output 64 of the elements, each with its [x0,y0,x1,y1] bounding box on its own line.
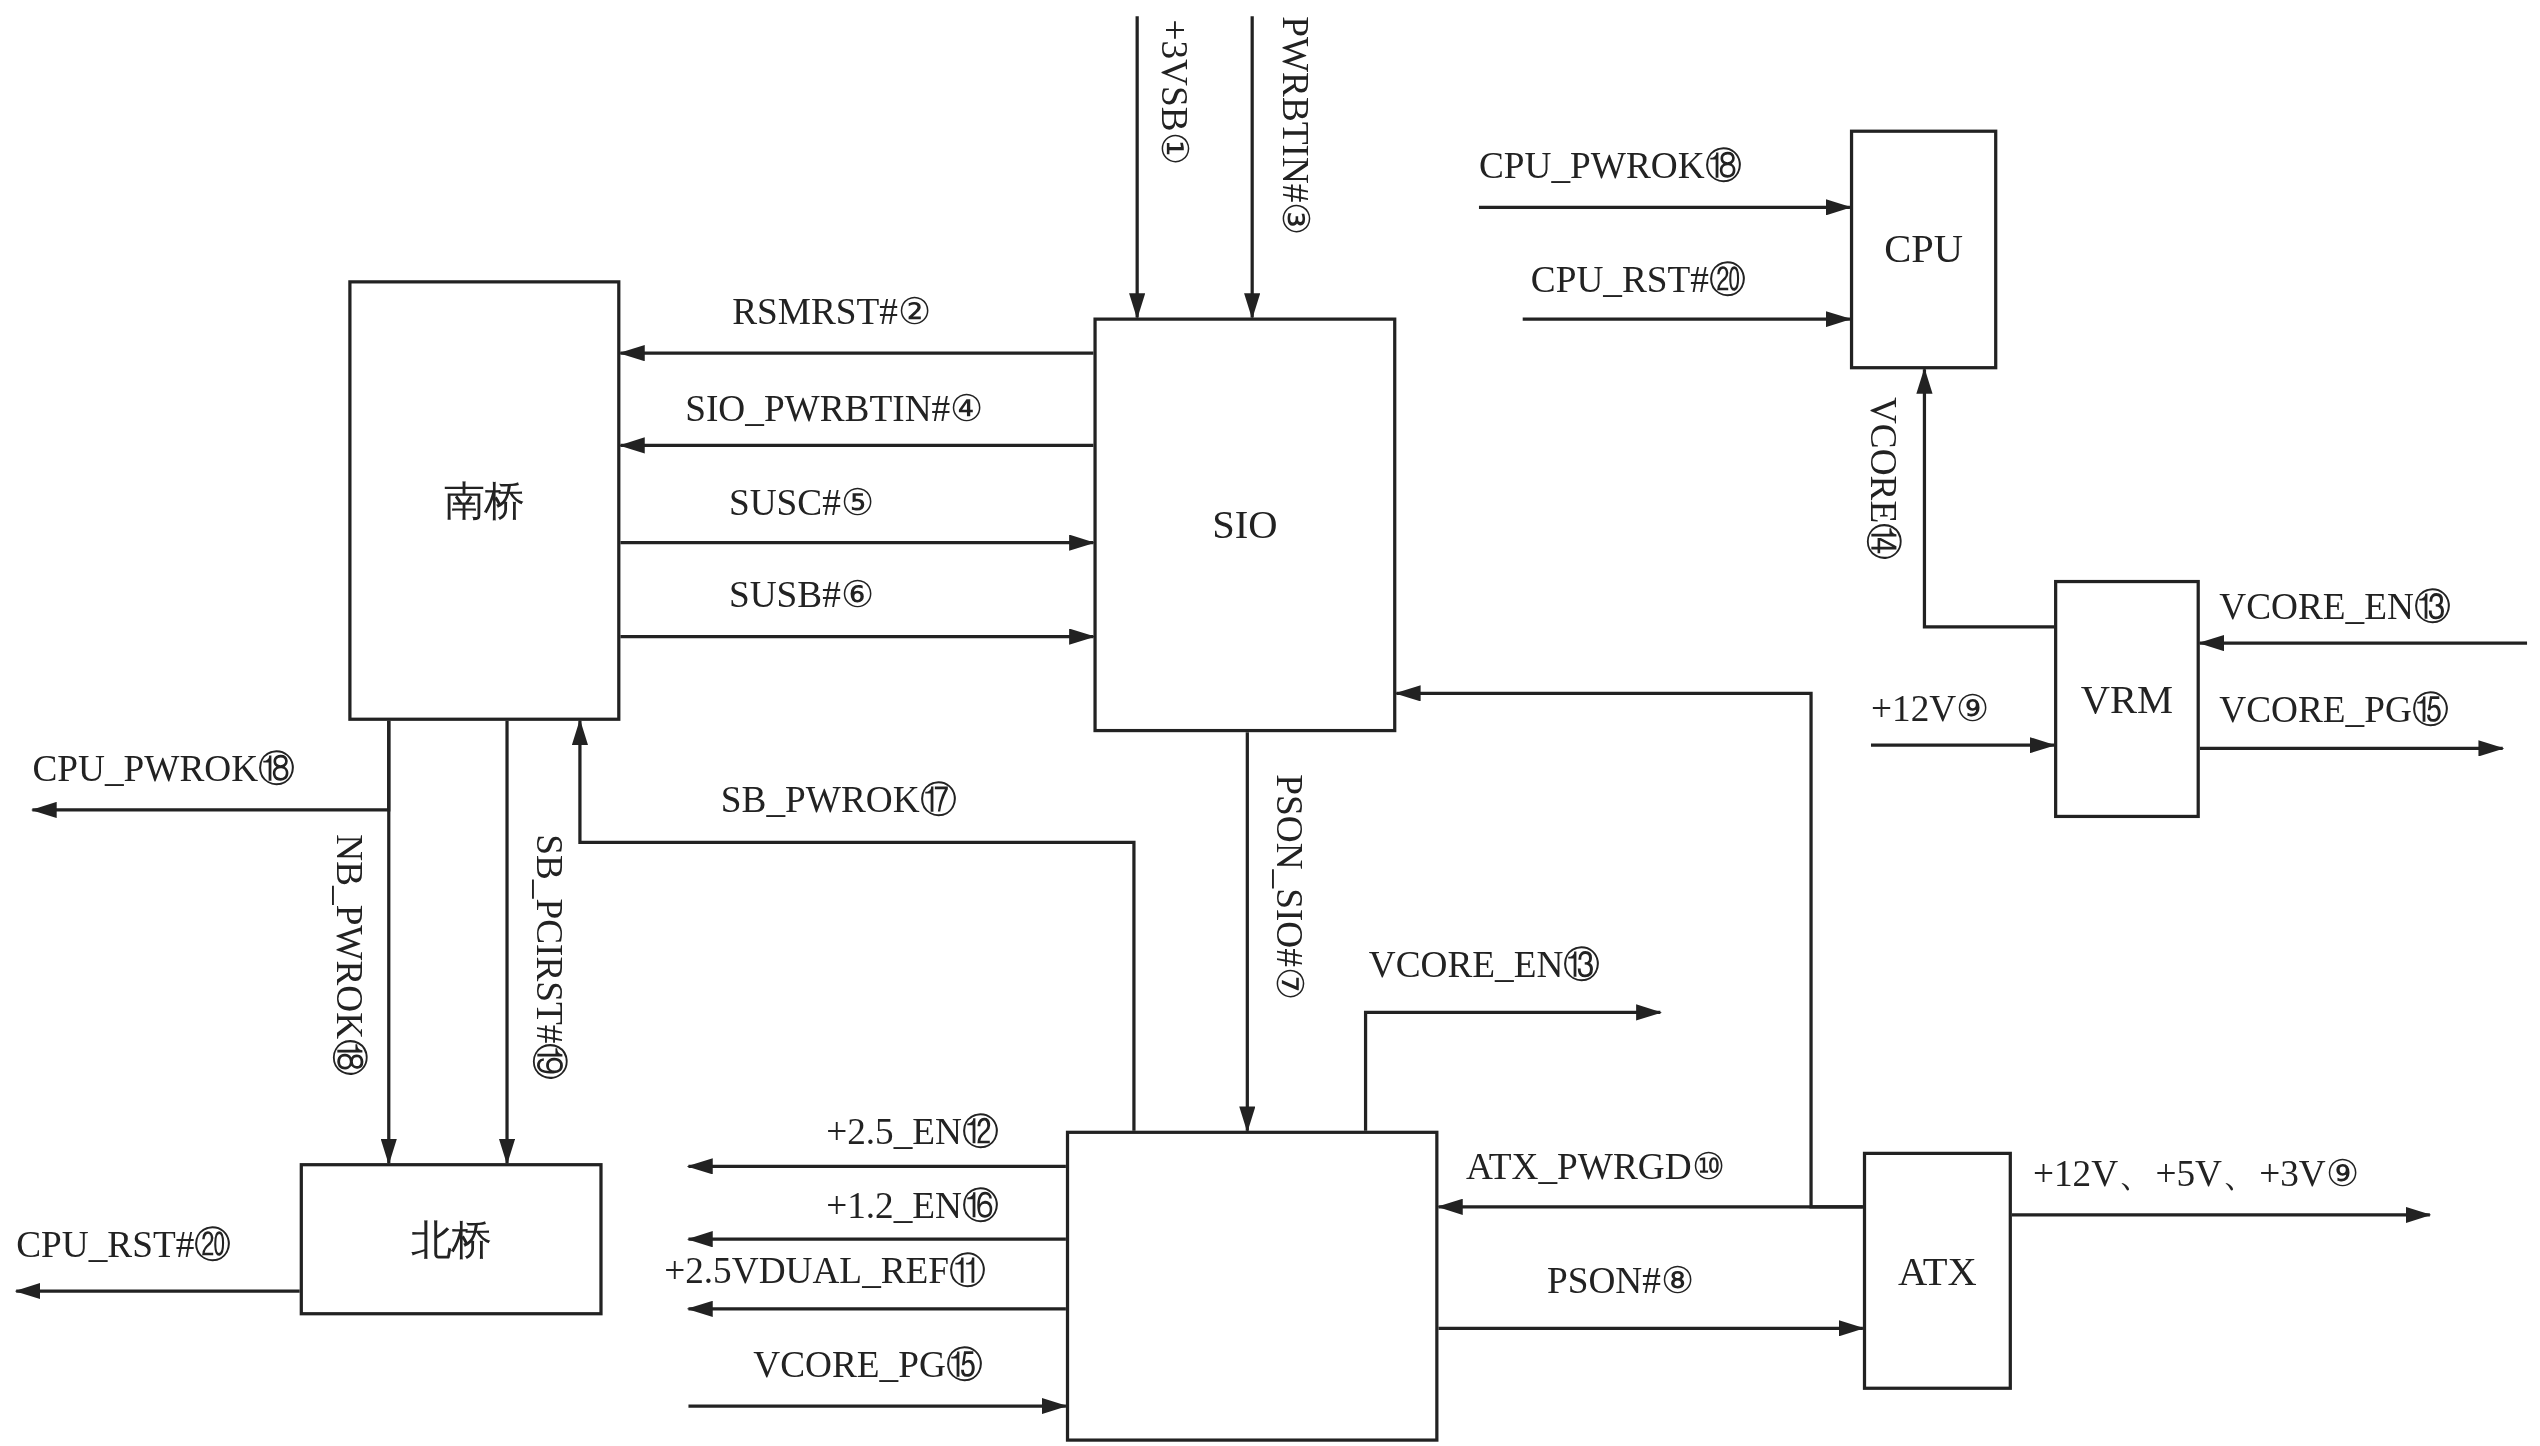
signal-label: CPU_RST#⑳ [1530,259,1747,301]
signal-label: VCORE_EN⑬ [2219,586,2452,628]
signal-label: VCORE_PG⑮ [2219,690,2450,732]
block-box [1849,129,1998,370]
block-label: SIO [1212,502,1278,548]
block-label: VRM [2080,676,2174,722]
arrow [1394,685,1863,1209]
signal-label: CPU_PWROK⑱ [32,748,296,790]
arrow [571,719,1136,1131]
signal-label: +12V⑨ [1871,688,1991,730]
arrow [1522,311,1852,328]
signal-label: CPU_RST#⑳ [16,1224,232,1266]
block-label: 北桥 [410,1216,492,1264]
block-box [299,1163,603,1316]
arrow [686,1300,1066,1317]
arrow [2199,740,2505,757]
arrow [620,534,1096,551]
block-label: ATX [1898,1248,1977,1294]
block-label: 南桥 [443,477,525,525]
signal-label: SB_PWROK⑰ [720,779,957,821]
arrow [1244,16,1261,320]
block-box [1065,1130,1439,1442]
signal-label: PSON#⑧ [1547,1260,1695,1302]
arrow [688,1397,1068,1415]
arrow [1239,732,1256,1133]
block-box [1862,1151,2012,1390]
signal-label: NB_PWROK⑱ [328,834,370,1077]
signal-label: +2.5_EN⑫ [826,1111,1000,1153]
arrow [498,720,516,1165]
arrow [620,628,1096,645]
block-box [2054,579,2200,819]
signal-label: SUSC#⑤ [728,482,875,524]
block-label: CPU [1884,226,1963,273]
arrow [1916,367,2055,629]
arrow [380,720,397,1165]
signal-label: RSMRST#② [732,291,932,333]
signal-label: SIO_PWRBTIN#④ [685,388,985,430]
signal-label: +2.5VDUAL_REF⑪ [664,1250,987,1292]
arrow [618,437,1094,454]
signal-label: VCORE⑭ [1862,396,1904,561]
signal-label: VCORE_EN⑬ [1368,944,1601,986]
signal-label: PWRBTIN#③ [1274,16,1316,237]
arrow [2011,1206,2432,1223]
arrow [1438,1320,1865,1337]
arrow [1478,199,1852,216]
arrow [686,1158,1066,1175]
signal-label: CPU_PWROK⑱ [1478,145,1742,187]
arrow [1871,737,2056,754]
arrow [1129,16,1146,320]
signal-label: SB_PCIRST#⑲ [528,834,570,1081]
signal-label: SUSB#⑥ [728,575,875,617]
arrow [1363,1004,1662,1131]
signal-label: +12V、+5V、+3V⑨ [2032,1153,2360,1195]
signal-label: ATX_PWRGD⑩ [1466,1146,1726,1188]
arrow [14,1282,300,1300]
arrow [686,1231,1066,1248]
signal-label: +3VSB① [1153,19,1195,166]
block-box [348,280,621,721]
signal-label: PSON_SIO#⑦ [1268,774,1310,1001]
arrow [2198,635,2528,652]
arrow [618,345,1094,362]
signal-label: +1.2_EN⑯ [826,1185,1000,1227]
block-box [1093,317,1397,733]
signal-label: VCORE_PG⑮ [753,1344,984,1386]
